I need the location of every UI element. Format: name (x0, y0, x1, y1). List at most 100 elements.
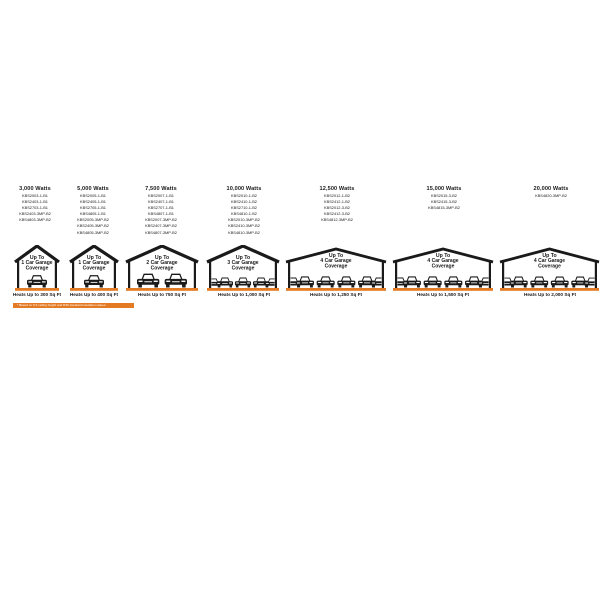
wattage-label: 7,500 Watts (145, 186, 177, 192)
coverage-text: Coverage (538, 263, 561, 269)
heat-coverage-label: Heats Up to 1,250 Sq Ft (309, 292, 363, 297)
coverage-text: Up To (542, 253, 556, 259)
floor-bar (207, 288, 279, 291)
part-number: KBS4807-1-B1 (148, 211, 174, 217)
model-column-15000: 15,000 Watts KBS2015-3-B2 KBS2415-3-B2 K… (416, 186, 472, 211)
part-number: KBS2403-1-B1 (22, 199, 48, 205)
floor-bar (70, 288, 118, 291)
coverage-text: Up To (436, 253, 450, 259)
part-number: KBS2705-1-B1 (80, 205, 106, 211)
car-icon (27, 275, 47, 288)
coverage-text: Up To (87, 255, 101, 261)
floor-bar (126, 288, 198, 291)
car-icon (211, 278, 221, 288)
coverage-text: Coverage (26, 265, 49, 271)
model-column-10000: 10,000 Watts KBS2010-1-B2 KBS2410-1-B2 K… (218, 186, 270, 236)
wattage-label: 20,000 Watts (533, 186, 569, 192)
part-number: KBS2405-1-B1 (80, 199, 106, 205)
car-icon (444, 276, 463, 288)
heat-coverage-label: Heats Up to 400 Sq Ft (69, 292, 119, 297)
car-icon (370, 277, 382, 288)
coverage-text: Up To (329, 253, 343, 259)
coverage-text: 4 Car Garage (320, 258, 351, 264)
roof-shape (14, 244, 60, 264)
car-icon (584, 277, 595, 288)
part-number: KBS2415-3-B2 (431, 199, 457, 205)
wattage-label: 15,000 Watts (426, 186, 462, 192)
part-number: KBS2410-1-B2 (231, 199, 257, 205)
part-number: KBS2710-1-B2 (231, 205, 257, 211)
coverage-text: Up To (155, 255, 169, 261)
wattage-label: 5,000 Watts (77, 186, 109, 192)
part-number: KBS2010-1-B2 (231, 193, 257, 198)
part-number: KBS2707-1-B1 (148, 205, 174, 211)
part-number: KBS2007-3MP-B2 (145, 217, 177, 223)
coverage-text: Coverage (83, 265, 106, 271)
roof-shape (285, 247, 387, 264)
part-number: KBS2410-3MP-B2 (228, 223, 260, 229)
part-number: KBS2403-3MP-B2 (19, 211, 51, 217)
coverage-text: 3 Car Garage (227, 260, 258, 266)
coverage-text: 1 Car Garage (78, 260, 109, 266)
part-number: KBS2005-3MP-B2 (77, 217, 109, 223)
coverage-text: Coverage (325, 263, 348, 269)
part-number: KBS4812-3MP-B2 (321, 217, 353, 223)
floor-bar (393, 288, 493, 291)
car-icon (397, 277, 409, 288)
part-number: KBS4810-3MP-B2 (228, 229, 260, 235)
part-number: KBS2015-3-B2 (431, 193, 457, 198)
part-number: KBS2012-1-B2 (324, 193, 350, 198)
heat-coverage-label: Heats Up to 1,000 Sq Ft (217, 292, 271, 297)
car-icon (423, 276, 442, 288)
part-number: KBS2003-1-B1 (22, 193, 48, 198)
coverage-text: 4 Car Garage (427, 258, 458, 264)
roof-shape (499, 247, 600, 264)
model-column-7500: 7,500 Watts KBS2007-1-B1 KBS2407-1-B1 KB… (137, 186, 185, 236)
part-number: KBS4807-3MP-B2 (145, 229, 177, 235)
wattage-label: 10,000 Watts (226, 186, 262, 192)
part-number: KBS4815-3MP-B2 (428, 205, 460, 211)
part-number: KBS2012-3-B2 (324, 205, 350, 211)
part-number: KBS4810-1-B2 (231, 211, 257, 217)
coverage-text: 2 Car Garage (146, 260, 177, 266)
coverage-text: 4 Car Garage (534, 258, 565, 264)
car-icon (290, 277, 302, 288)
part-number: KBS2407-3MP-B2 (145, 223, 177, 229)
heat-coverage-label: Heats Up to 750 Sq Ft (137, 292, 187, 297)
floor-bar (500, 288, 599, 291)
car-icon (84, 275, 104, 288)
car-icon (530, 276, 549, 288)
roof-shape (206, 244, 280, 264)
car-icon (316, 276, 335, 288)
model-column-3000: 3,000 Watts KBS2003-1-B1 KBS2403-1-B1 KB… (13, 186, 57, 223)
part-number: KBS4805-1-B1 (80, 211, 106, 217)
roof-shape (392, 247, 494, 264)
part-number: KBS2007-1-B1 (148, 193, 174, 198)
coverage-text: 1 Car Garage (21, 260, 52, 266)
heat-coverage-label: Heats Up to 2,000 Sq Ft (523, 292, 577, 297)
floor-bar (286, 288, 386, 291)
coverage-text: Coverage (151, 265, 174, 271)
roof-shape (125, 244, 199, 264)
model-column-20000: 20,000 Watts KBS4820-3MP-B2 (524, 186, 578, 199)
footnote-banner: * Based on 8 ft ceiling height and R30 s… (13, 302, 134, 308)
model-column-12500: 12,500 Watts KBS2012-1-B2 KBS2412-1-B2 K… (310, 186, 364, 223)
part-number: KBS2412-3-B2 (324, 211, 350, 217)
coverage-text: Coverage (232, 265, 255, 271)
heat-coverage-label: Heats Up to 1,500 Sq Ft (416, 292, 470, 297)
part-number: KBS2010-3MP-B2 (228, 217, 260, 223)
car-icon (265, 278, 275, 288)
heat-coverage-label: Heats Up to 300 Sq Ft (12, 292, 62, 297)
model-column-5000: 5,000 Watts KBS2005-1-B1 KBS2405-1-B1 KB… (69, 186, 117, 236)
car-icon (234, 277, 252, 288)
coverage-text: Up To (236, 255, 250, 261)
roof-shape (69, 244, 119, 264)
